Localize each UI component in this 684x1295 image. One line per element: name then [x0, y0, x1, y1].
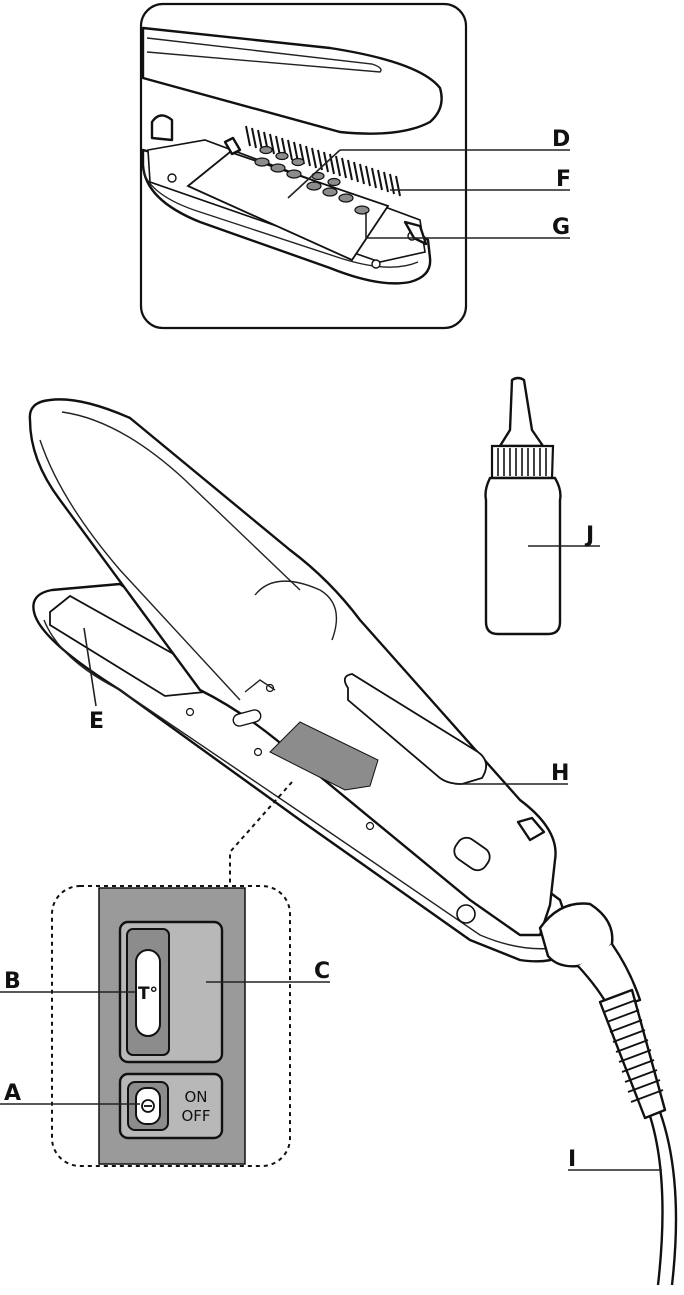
comb-teeth: [245, 125, 401, 197]
switch-panel-callout: [51, 781, 293, 1167]
label-A: A: [4, 1081, 21, 1106]
water-bottle: [484, 376, 562, 636]
label-E: E: [89, 709, 104, 734]
label-C: C: [314, 959, 330, 984]
temp-label: T°: [138, 984, 158, 1004]
leader-lines: [0, 149, 662, 1171]
power-cord: [648, 1115, 664, 1286]
ceramic-plate-detail: [186, 150, 390, 262]
label-F: F: [556, 167, 571, 192]
on-label: ON: [184, 1088, 207, 1106]
temperature-slider: [135, 949, 161, 1037]
straightener-body: [28, 398, 678, 1286]
label-B: B: [4, 969, 21, 994]
off-label: OFF: [181, 1107, 210, 1125]
label-G: G: [552, 215, 570, 240]
label-I: I: [568, 1147, 576, 1172]
upper-arm-detail: [141, 26, 443, 135]
upper-arm: [28, 398, 557, 937]
label-H: H: [551, 761, 569, 786]
detail-inset: [139, 2, 468, 330]
release-button: [453, 836, 491, 872]
label-D: D: [552, 127, 570, 152]
label-J: J: [584, 523, 594, 548]
steam-slot: [343, 673, 488, 785]
control-patch: [269, 721, 379, 791]
steam-holes: [254, 145, 370, 215]
